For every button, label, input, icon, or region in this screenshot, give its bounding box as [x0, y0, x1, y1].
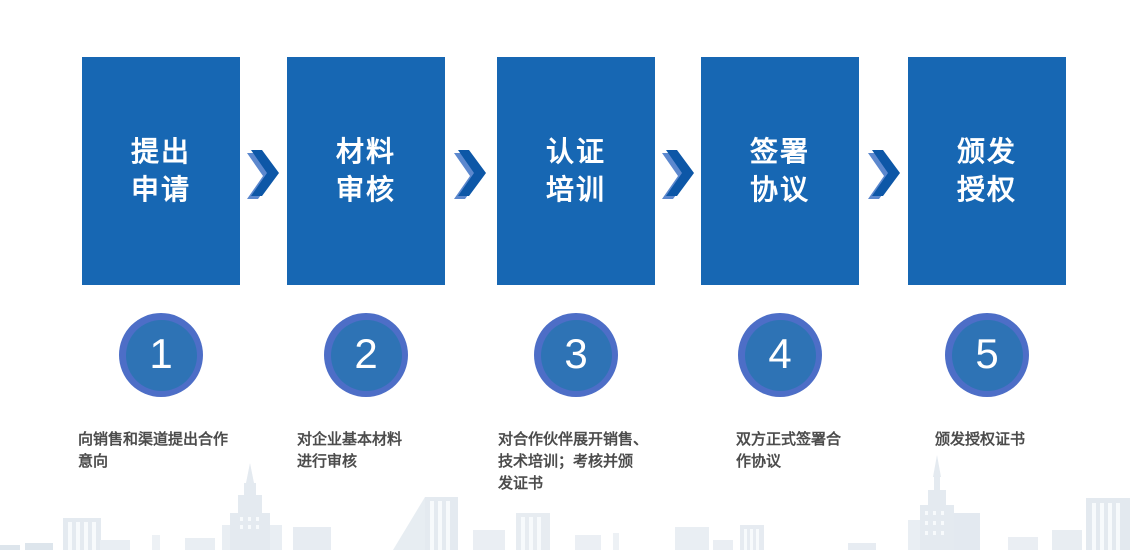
step-box-label-5: 颁发 授权 [956, 136, 1017, 205]
step-number-4: 4 [768, 330, 792, 377]
step-number-1: 1 [149, 330, 173, 377]
step-description-1: 向销售和渠道提出合作 意向 [78, 431, 229, 470]
step-description-3: 对合作伙伴展开销售、 技术培训；考核并颁 发证书 [498, 431, 649, 492]
step-number-2: 2 [354, 330, 378, 377]
step-number-circle-1: 1 [125, 319, 197, 391]
step-box-4: 签署 协议 [701, 57, 859, 285]
step-number-circle-3: 3 [540, 319, 612, 391]
chevron-right-icon [868, 150, 900, 199]
step-number-badge-4: 4 [738, 313, 822, 397]
step-number-badge-5: 5 [945, 313, 1029, 397]
chevron-right-icon [662, 150, 694, 199]
step-number-5: 5 [975, 330, 999, 377]
step-box-2: 材料 审核 [287, 57, 445, 285]
step-number-circle-2: 2 [330, 319, 402, 391]
step-number-circle-4: 4 [744, 319, 816, 391]
step-description-5: 颁发授权证书 [935, 431, 1026, 448]
step-box-3: 认证 培训 [497, 57, 655, 285]
step-number-badge-1: 1 [119, 313, 203, 397]
step-number-circle-5: 5 [951, 319, 1023, 391]
step-number-3: 3 [564, 330, 588, 377]
step-box-label-4: 签署 协议 [749, 136, 810, 205]
step-box-label-1: 提出 申请 [130, 136, 191, 205]
step-box-label-3: 认证 培训 [545, 136, 606, 205]
chevron-right-icon [247, 150, 279, 199]
step-box-1: 提出 申请 [82, 57, 240, 285]
step-description-4: 双方正式签署合 作协议 [736, 431, 842, 470]
step-box-5: 颁发 授权 [908, 57, 1066, 285]
step-box-label-2: 材料 审核 [335, 136, 396, 205]
chevron-right-icon [454, 150, 486, 199]
step-number-badge-2: 2 [324, 313, 408, 397]
step-description-2: 对企业基本材料 进行审核 [297, 431, 403, 470]
step-number-badge-3: 3 [534, 313, 618, 397]
